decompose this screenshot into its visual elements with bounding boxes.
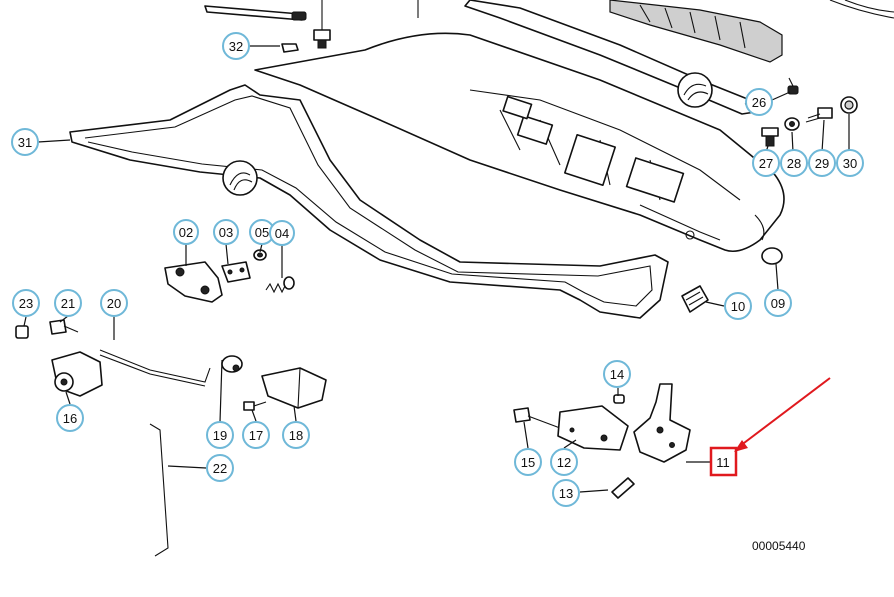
- screw-26: [787, 77, 799, 95]
- svg-text:31: 31: [18, 135, 32, 150]
- svg-text:18: 18: [289, 428, 303, 443]
- callout-28[interactable]: 28: [780, 149, 808, 177]
- callout-32[interactable]: 32: [222, 32, 250, 60]
- svg-text:26: 26: [752, 95, 766, 110]
- bolt-15: [513, 407, 561, 429]
- callout-10[interactable]: 10: [724, 292, 752, 320]
- clip-emblem: [222, 160, 258, 196]
- svg-text:20: 20: [107, 296, 121, 311]
- svg-text:05: 05: [255, 225, 269, 240]
- svg-text:27: 27: [759, 156, 773, 171]
- callout-29[interactable]: 29: [808, 149, 836, 177]
- trunk-lid: [254, 0, 785, 253]
- screw-27: [761, 127, 779, 147]
- screw-14: [613, 394, 625, 404]
- callout-15[interactable]: 15: [514, 448, 542, 476]
- bracket-03: [221, 261, 251, 283]
- svg-text:32: 32: [229, 39, 243, 54]
- svg-text:13: 13: [559, 486, 573, 501]
- svg-text:03: 03: [219, 225, 233, 240]
- bolt-21: [49, 319, 79, 335]
- callout-16[interactable]: 16: [56, 404, 84, 432]
- clip-32: [281, 43, 299, 53]
- svg-text:02: 02: [179, 225, 193, 240]
- callout-04[interactable]: 04: [269, 220, 295, 246]
- svg-text:10: 10: [731, 299, 745, 314]
- svg-text:04: 04: [275, 226, 289, 241]
- callout-03[interactable]: 03: [213, 219, 239, 245]
- svg-text:29: 29: [815, 156, 829, 171]
- callout-22[interactable]: 22: [206, 454, 234, 482]
- callout-30[interactable]: 30: [836, 149, 864, 177]
- callout-19[interactable]: 19: [206, 421, 234, 449]
- svg-text:22: 22: [213, 461, 227, 476]
- rod-20: [99, 349, 211, 387]
- wiper-clip-emblem: [677, 72, 713, 108]
- callout-17[interactable]: 17: [242, 421, 270, 449]
- callout-27[interactable]: 27: [752, 149, 780, 177]
- trunk-seal: [69, 84, 669, 319]
- callout-20[interactable]: 20: [100, 289, 128, 317]
- spring-04: [265, 276, 295, 294]
- callout-14[interactable]: 14: [603, 360, 631, 388]
- screw-17: [243, 401, 267, 411]
- svg-text:21: 21: [61, 296, 75, 311]
- actuator-18: [261, 367, 327, 409]
- svg-text:23: 23: [19, 296, 33, 311]
- svg-text:30: 30: [843, 156, 857, 171]
- bushing-19: [221, 355, 243, 373]
- gas-strut: [204, 0, 331, 49]
- callout-26[interactable]: 26: [745, 88, 773, 116]
- screw-13: [611, 477, 635, 499]
- highlight-arrow: [734, 377, 831, 452]
- svg-text:28: 28: [787, 156, 801, 171]
- callout-21[interactable]: 21: [54, 289, 82, 317]
- svg-text:14: 14: [610, 367, 624, 382]
- svg-text:12: 12: [557, 455, 571, 470]
- svg-text:15: 15: [521, 455, 535, 470]
- svg-text:11: 11: [716, 455, 730, 470]
- callout-23[interactable]: 23: [12, 289, 40, 317]
- lock-cylinder-16: [51, 351, 103, 397]
- callout-13[interactable]: 13: [552, 479, 580, 507]
- rod-22: [149, 423, 169, 557]
- latch-11: [633, 383, 712, 463]
- grommet-09: [761, 247, 783, 265]
- svg-text:19: 19: [213, 428, 227, 443]
- svg-text:09: 09: [771, 296, 785, 311]
- hinge-02: [164, 261, 223, 303]
- callout-11-highlighted[interactable]: 11: [709, 446, 738, 477]
- buffer-10: [681, 285, 709, 313]
- screw-23: [15, 325, 29, 339]
- callout-12[interactable]: 12: [550, 448, 578, 476]
- callout-18[interactable]: 18: [282, 421, 310, 449]
- cap-30: [840, 96, 858, 114]
- callout-02[interactable]: 02: [173, 219, 199, 245]
- svg-text:16: 16: [63, 411, 77, 426]
- bolt-29: [805, 107, 833, 123]
- nut-28: [784, 117, 800, 131]
- svg-text:17: 17: [249, 428, 263, 443]
- callout-31[interactable]: 31: [11, 128, 39, 156]
- striker-plate-12: [557, 405, 629, 451]
- diagram-reference-code: 00005440: [752, 539, 806, 553]
- callout-09[interactable]: 09: [764, 289, 792, 317]
